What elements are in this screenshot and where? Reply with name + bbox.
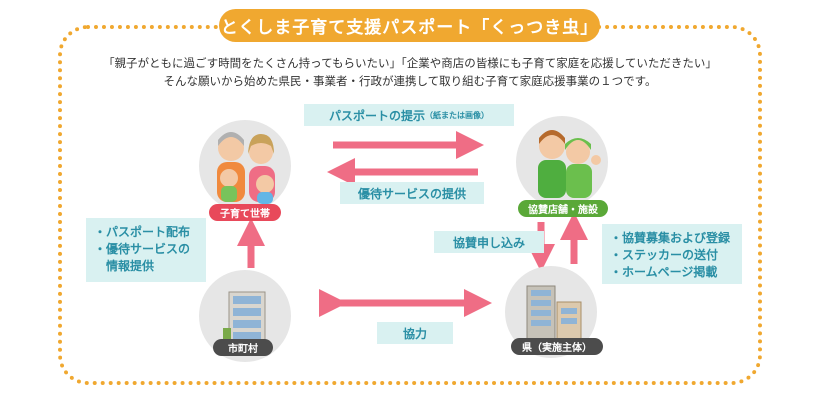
shops-circle [516,116,608,208]
city-role-item: 情報提供 [94,259,155,273]
pref-role-box: ・協賛募集および登録 ・ステッカーの送付 ・ホームページ掲載 [602,224,742,284]
city-role-box: ・パスポート配布 ・優待サービスの 情報提供 [86,218,206,282]
family-circle [199,120,291,212]
pref-role-item: ・ステッカーの送付 [610,248,719,262]
passport-label: パスポートの提示 （紙または画像） [304,104,514,126]
cooperation-label: 協力 [377,322,453,344]
intro-line-1: 「親子がともに過ごす時間をたくさん持ってもらいたい」「企業や商店の皆様にも子育て… [103,56,717,70]
prefecture-label: 県（実施主体） [511,338,603,355]
apply-label: 協賛申し込み [434,231,544,253]
city-building-icon [223,291,266,349]
family-label: 子育て世帯 [209,204,281,221]
passport-label-note: （紙または画像） [425,110,489,120]
page-title: とくしま子育て支援パスポート「くっつき虫」 [219,9,600,42]
family-illustration [217,132,275,204]
city-role-item: ・パスポート配布 [94,225,191,239]
intro-line-2: そんな願いから始めた県民・事業者・行政が連携して取り組む子育て家庭応援事業の１つ… [163,74,657,88]
shops-illustration [538,130,601,198]
city-label: 市町村 [213,339,273,356]
pref-role-item: ・ホームページ掲載 [610,265,718,279]
shops-label: 協賛店舗・施設 [518,200,608,217]
pref-role-item: ・協賛募集および登録 [610,231,731,245]
passport-label-main: パスポートの提示 [328,108,425,123]
benefits-label: 優待サービスの提供 [340,182,484,204]
prefecture-building-icon [526,285,582,345]
city-role-item: ・優待サービスの [94,242,191,256]
